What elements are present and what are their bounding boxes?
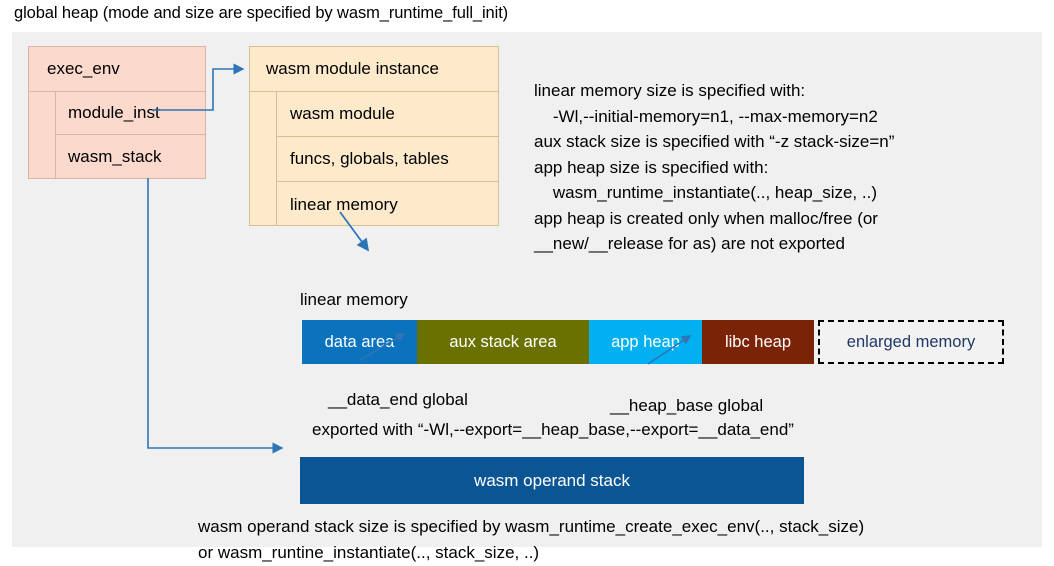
wasm-operand-stack-box: wasm operand stack	[300, 457, 804, 504]
exec-env-box: exec_env module_inst wasm_stack	[28, 46, 206, 179]
exec-env-indent-column	[29, 92, 56, 178]
exec-env-header-label: exec_env	[29, 47, 205, 92]
module-instance-row-funcs-globals-tables: funcs, globals, tables	[277, 137, 498, 182]
linear-memory-bar-label: linear memory	[300, 290, 408, 309]
memory-segment-libc-heap: libc heap	[702, 320, 814, 364]
module-instance-header-label: wasm module instance	[250, 47, 498, 92]
exec-env-field-module-inst: module_inst	[56, 92, 205, 135]
exported-with-caption: exported with “-Wl,--export=__heap_base,…	[312, 420, 794, 439]
module-instance-indent-column	[250, 92, 277, 225]
heap-base-global-caption: __heap_base global	[610, 396, 764, 415]
exec-env-field-wasm-stack: wasm_stack	[68, 146, 162, 166]
memory-segment-app-heap: app heap	[589, 320, 702, 364]
operand-stack-notes: wasm operand stack size is specified by …	[198, 517, 865, 562]
wasm-module-instance-box: wasm module instance wasm module funcs, …	[249, 46, 499, 226]
module-instance-row-wasm-module: wasm module	[277, 92, 498, 137]
memory-segment-data-area: data area	[302, 320, 417, 364]
memory-configuration-notes: linear memory size is specified with: -W…	[534, 81, 895, 253]
module-instance-row-linear-memory: linear memory	[290, 194, 398, 214]
global-heap-panel: exec_env module_inst wasm_stack wasm mod…	[12, 32, 1042, 562]
page-title: global heap (mode and size are specified…	[14, 4, 509, 22]
memory-segment-aux-stack-area: aux stack area	[417, 320, 589, 364]
data-end-global-caption: __data_end global	[328, 390, 468, 409]
memory-segment-enlarged-memory: enlarged memory	[818, 320, 1004, 364]
